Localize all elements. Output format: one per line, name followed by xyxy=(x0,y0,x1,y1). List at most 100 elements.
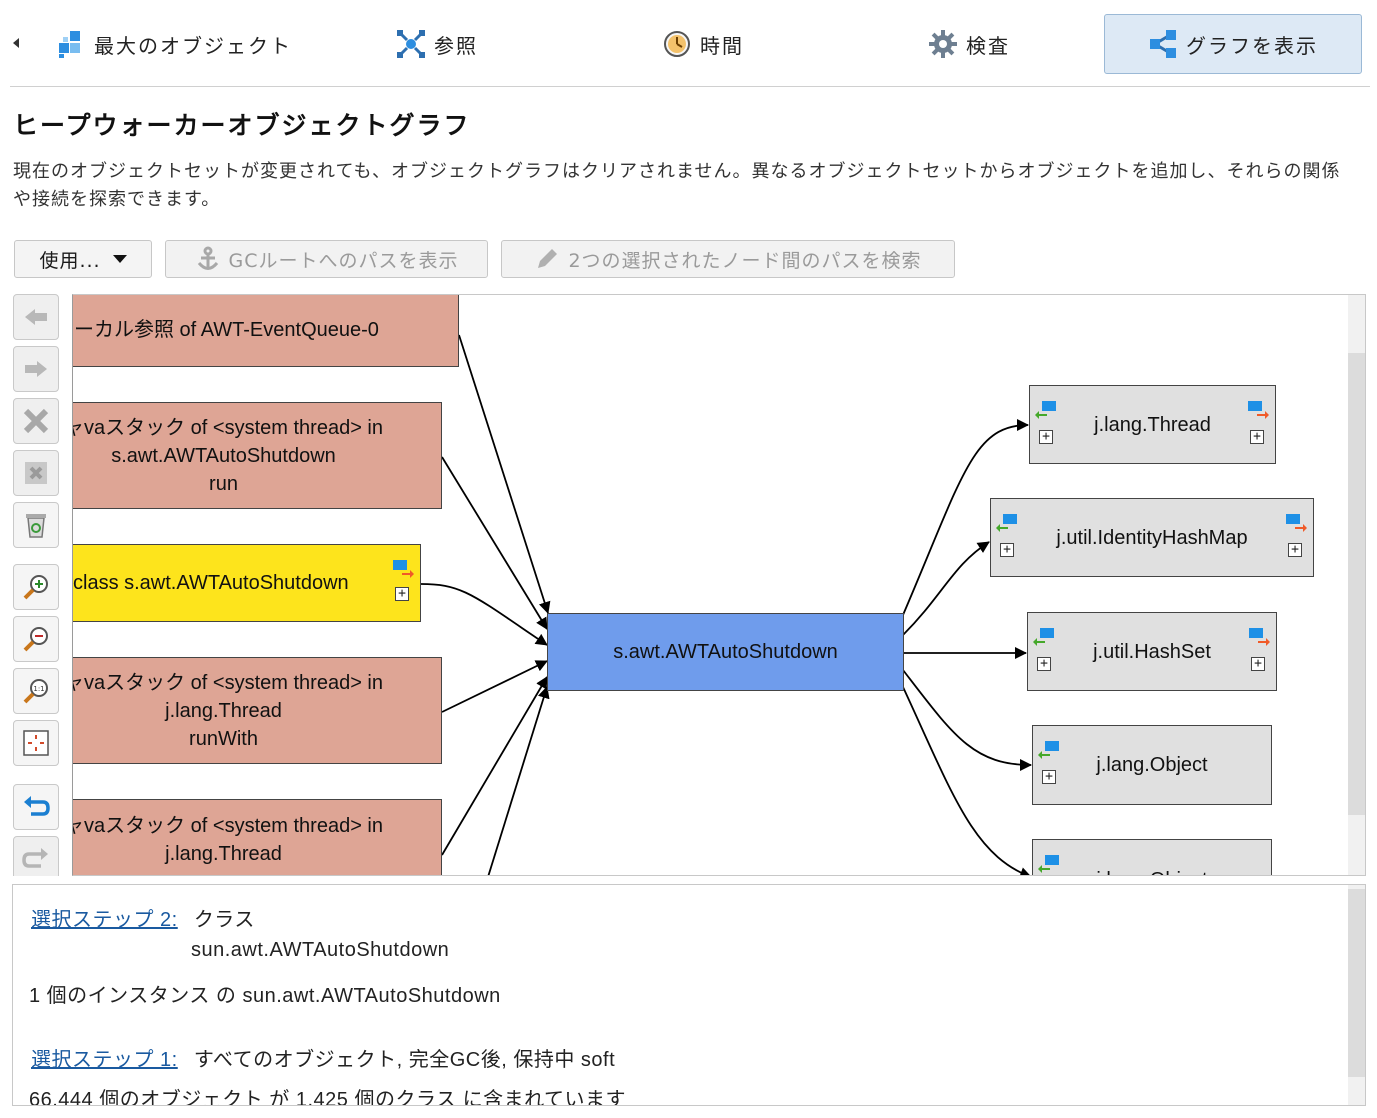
node-label: j.lang.Thread xyxy=(1094,413,1211,436)
edge-java-stack-runwith xyxy=(441,660,548,713)
selection-step-1-link[interactable]: 選択ステップ 1: xyxy=(31,1049,178,1071)
tab-graph[interactable]: グラフを表示 xyxy=(1104,14,1362,74)
svg-text:1:1: 1:1 xyxy=(33,685,44,693)
expand-plus-icon[interactable]: + xyxy=(395,587,409,601)
object-graph-canvas[interactable]: ーカル参照 of AWT-EventQueue-0 ャvaスタック of <sy… xyxy=(72,294,1366,876)
step2-kind: クラス xyxy=(193,909,255,931)
graph-node-local-reference[interactable]: ーカル参照 of AWT-EventQueue-0 xyxy=(73,295,459,367)
expand-incoming-icon[interactable] xyxy=(996,513,1018,533)
edge-object xyxy=(902,669,1032,771)
zoom-in-icon xyxy=(23,575,48,600)
graph-node-identityhashmap[interactable]: j.util.IdentityHashMap + + xyxy=(990,498,1314,577)
clock-icon xyxy=(662,29,692,59)
redo-button[interactable] xyxy=(13,836,59,876)
graph-scroll-thumb[interactable] xyxy=(1348,353,1365,815)
edge-object-2 xyxy=(902,686,1032,875)
remove-others-icon xyxy=(25,462,47,484)
graph-node-object-2[interactable]: j.lang.Object xyxy=(1032,839,1272,875)
navigate-back-button[interactable] xyxy=(13,294,59,340)
tab-inspections[interactable]: 検査 xyxy=(928,14,1048,74)
edge-class xyxy=(420,583,548,646)
gear-icon xyxy=(928,29,958,59)
expand-outgoing-icon[interactable] xyxy=(392,559,414,579)
anchor-icon xyxy=(195,246,221,272)
node-label: ャvaスタック of <system thread> in s.awt.AWTA… xyxy=(72,416,384,495)
tab-label: 参照 xyxy=(434,33,478,58)
step2-class: sun.awt.AWTAutoShutdown xyxy=(191,939,450,961)
expand-plus-icon[interactable]: + xyxy=(1000,543,1014,557)
expand-incoming-icon[interactable] xyxy=(1035,400,1057,420)
graph-node-java-stack-thread[interactable]: ャvaスタック of <system thread> in j.lang.Thr… xyxy=(72,799,442,875)
toolbar-divider xyxy=(10,86,1370,87)
details-scroll-thumb[interactable] xyxy=(1348,889,1365,1077)
node-label: class s.awt.AWTAutoShutdown xyxy=(73,572,349,594)
edge-local-ref xyxy=(458,334,551,614)
selection-details-panel: 選択ステップ 2: クラス sun.awt.AWTAutoShutdown 1 … xyxy=(12,884,1366,1106)
tab-references[interactable]: 参照 xyxy=(396,14,516,74)
fit-to-window-button[interactable] xyxy=(13,720,59,766)
expand-plus-icon[interactable]: + xyxy=(1039,430,1053,444)
edge-java-stack-run xyxy=(441,456,548,630)
node-label: j.util.HashSet xyxy=(1093,640,1211,663)
expand-plus-icon[interactable]: + xyxy=(1288,543,1302,557)
tab-label: 最大のオブジェクト xyxy=(94,33,292,58)
page-title: ヒープウォーカーオブジェクトグラフ xyxy=(13,111,471,140)
graph-node-center-selected[interactable]: s.awt.AWTAutoShutdown xyxy=(547,613,904,691)
use-label: 使用... xyxy=(39,249,101,272)
expand-outgoing-icon[interactable] xyxy=(1247,400,1269,420)
tab-largest-objects[interactable]: 最大のオブジェクト xyxy=(56,14,306,74)
page-description: 現在のオブジェクトセットが変更されても、オブジェクトグラフはクリアされません。異… xyxy=(13,161,1341,210)
forward-icon xyxy=(25,361,47,377)
step2-summary: 1 個のインスタンス の sun.awt.AWTAutoShutdown xyxy=(29,985,501,1007)
undo-icon xyxy=(24,796,50,816)
remove-node-button[interactable] xyxy=(13,398,59,444)
expand-incoming-icon[interactable] xyxy=(1038,854,1060,874)
find-path-label: 2つの選択されたノード間のパスを検索 xyxy=(568,249,922,272)
redo-icon xyxy=(22,848,48,868)
show-gc-root-path-button[interactable]: GCルートへのパスを表示 xyxy=(165,240,488,278)
pencil-icon xyxy=(534,246,560,272)
tab-label: 検査 xyxy=(966,33,1010,58)
expand-plus-icon[interactable]: + xyxy=(1250,430,1264,444)
graph-node-java-stack-runwith[interactable]: ャvaスタック of <system thread> in j.lang.Thr… xyxy=(72,657,442,764)
zoom-out-button[interactable] xyxy=(13,616,59,662)
step1-summary: 66,444 個のオブジェクト が 1,425 個のクラス に含まれています xyxy=(29,1089,627,1106)
remove-unselected-button[interactable] xyxy=(13,450,59,496)
step1-text: すべてのオブジェクト, 完全GC後, 保持中 soft xyxy=(193,1049,616,1071)
find-path-button[interactable]: 2つの選択されたノード間のパスを検索 xyxy=(501,240,955,278)
graph-edges xyxy=(420,334,1032,875)
back-arrow-icon[interactable] xyxy=(13,38,19,48)
expand-plus-icon[interactable]: + xyxy=(1037,657,1051,671)
references-icon xyxy=(396,29,426,59)
close-icon xyxy=(23,408,49,434)
node-label: ャvaスタック of <system thread> in j.lang.Thr… xyxy=(72,671,384,750)
use-dropdown-button[interactable]: 使用... xyxy=(14,240,152,278)
expand-plus-icon[interactable]: + xyxy=(1042,770,1056,784)
expand-outgoing-icon[interactable] xyxy=(1248,627,1270,647)
navigate-forward-button[interactable] xyxy=(13,346,59,392)
expand-plus-icon[interactable]: + xyxy=(1251,657,1265,671)
zoom-out-icon xyxy=(23,627,48,652)
node-label: j.util.IdentityHashMap xyxy=(1056,526,1248,549)
tab-label: グラフを表示 xyxy=(1186,33,1318,58)
zoom-100-button[interactable]: 1:1 xyxy=(13,668,59,714)
graph-node-java-stack-run[interactable]: ャvaスタック of <system thread> in s.awt.AWTA… xyxy=(72,402,442,509)
expand-incoming-icon[interactable] xyxy=(1033,627,1055,647)
clear-graph-button[interactable] xyxy=(13,502,59,548)
edge-thread xyxy=(902,419,1029,616)
chevron-down-icon xyxy=(112,255,127,263)
selection-step-2-link[interactable]: 選択ステップ 2: xyxy=(31,909,178,931)
node-label: ャvaスタック of <system thread> in j.lang.Thr… xyxy=(72,815,384,865)
expand-incoming-icon[interactable] xyxy=(1038,740,1060,760)
undo-button[interactable] xyxy=(13,784,59,830)
graph-node-thread[interactable]: j.lang.Thread + + xyxy=(1029,385,1276,464)
graph-node-class[interactable]: class s.awt.AWTAutoShutdown + xyxy=(73,544,421,622)
tab-time[interactable]: 時間 xyxy=(662,14,782,74)
graph-node-object[interactable]: j.lang.Object + xyxy=(1032,725,1272,805)
zoom-in-button[interactable] xyxy=(13,564,59,610)
expand-outgoing-icon[interactable] xyxy=(1285,513,1307,533)
graph-node-hashset[interactable]: j.util.HashSet + + xyxy=(1027,612,1277,691)
node-label: s.awt.AWTAutoShutdown xyxy=(613,641,838,663)
gc-root-label: GCルートへのパスを表示 xyxy=(228,249,459,272)
